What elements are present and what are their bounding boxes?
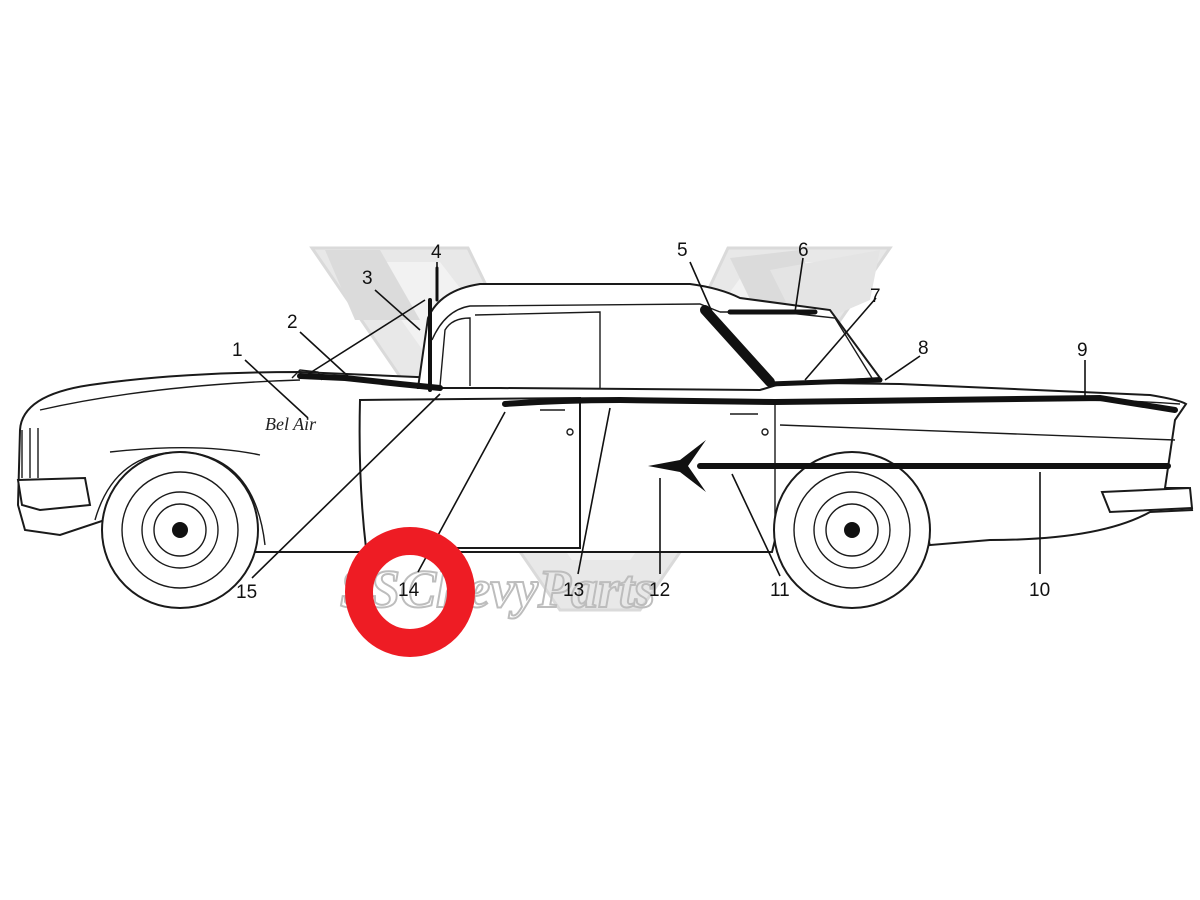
callout-4: 4 — [431, 242, 442, 263]
callout-9: 9 — [1077, 340, 1088, 361]
watermark-text: SSChevyParts — [340, 559, 655, 619]
rear-wheel — [773, 451, 931, 609]
callout-3: 3 — [362, 268, 373, 289]
callout-7: 7 — [870, 286, 881, 307]
callout-15: 15 — [236, 582, 257, 603]
callout-13: 13 — [563, 580, 584, 601]
highlight-ring — [345, 527, 475, 657]
bel-air-script: Bel Air — [265, 414, 317, 434]
trim-moldings — [297, 266, 1178, 469]
door-panels — [358, 396, 776, 549]
callout-2: 2 — [287, 312, 298, 333]
callout-5: 5 — [677, 240, 688, 261]
callout-11: 11 — [770, 580, 790, 601]
callout-6: 6 — [798, 240, 809, 261]
side-spear-emblem — [648, 440, 706, 492]
callout-14: 14 — [398, 580, 420, 601]
callout-10: 10 — [1029, 580, 1050, 601]
callout-12: 12 — [649, 580, 670, 601]
callout-8: 8 — [918, 338, 929, 359]
callout-1: 1 — [232, 340, 243, 361]
callout-labels: 1 2 3 4 5 6 7 8 9 10 11 12 13 14 15 — [232, 240, 1088, 603]
front-wheel — [101, 451, 259, 609]
